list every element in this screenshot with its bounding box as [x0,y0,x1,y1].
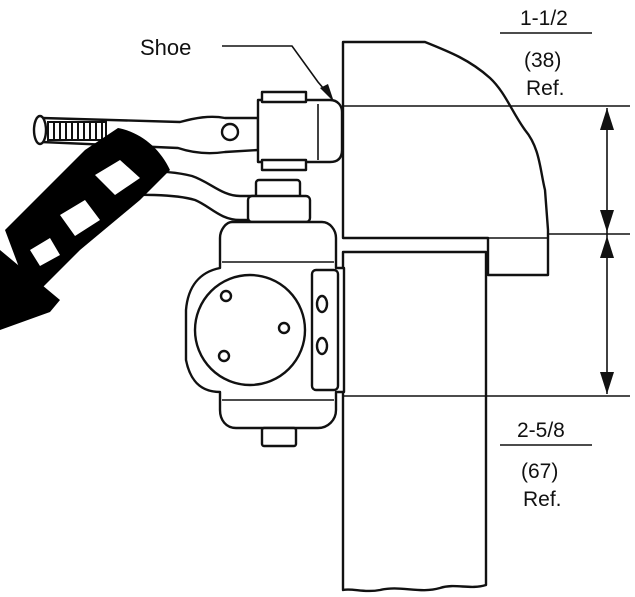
end-cap-screw-2 [277,321,291,335]
shaft-collar [246,194,312,224]
shoe-bracket [256,98,344,164]
valve-screw-1 [315,294,329,314]
bottom-plug [260,426,298,448]
valve-plate [310,268,340,392]
dim-bottom-metric: (67) [521,460,558,483]
arrow-bottom-up [600,372,614,394]
shoe-leader-arrow [320,84,334,102]
valve-screw-2 [315,336,329,356]
dim-bottom-fraction: 2-5/8 [517,419,565,442]
arm-end [32,114,48,146]
end-cap-screw-1 [219,289,233,303]
arrow-mid-up [600,210,614,232]
arm-pivot-pin [220,122,240,142]
dim-top-ref: Ref. [526,77,565,100]
watermark-cutouts [30,160,140,266]
lower-door-block [341,250,488,593]
shoe-bracket-bottom [260,158,308,172]
thread-marks [53,122,103,140]
upper-frame-block [341,40,550,277]
end-cap-screw-3 [217,349,231,363]
shoe-bracket-top [260,90,308,104]
dim-top-metric: (38) [524,49,561,72]
dim-bottom-ref: Ref. [523,488,562,511]
dim-top-fraction: 1-1/2 [520,7,568,30]
shoe-leader-line [222,45,331,97]
shoe-label: Shoe [140,35,191,60]
arrow-top-down [600,108,614,130]
arrow-mid-down [600,236,614,258]
